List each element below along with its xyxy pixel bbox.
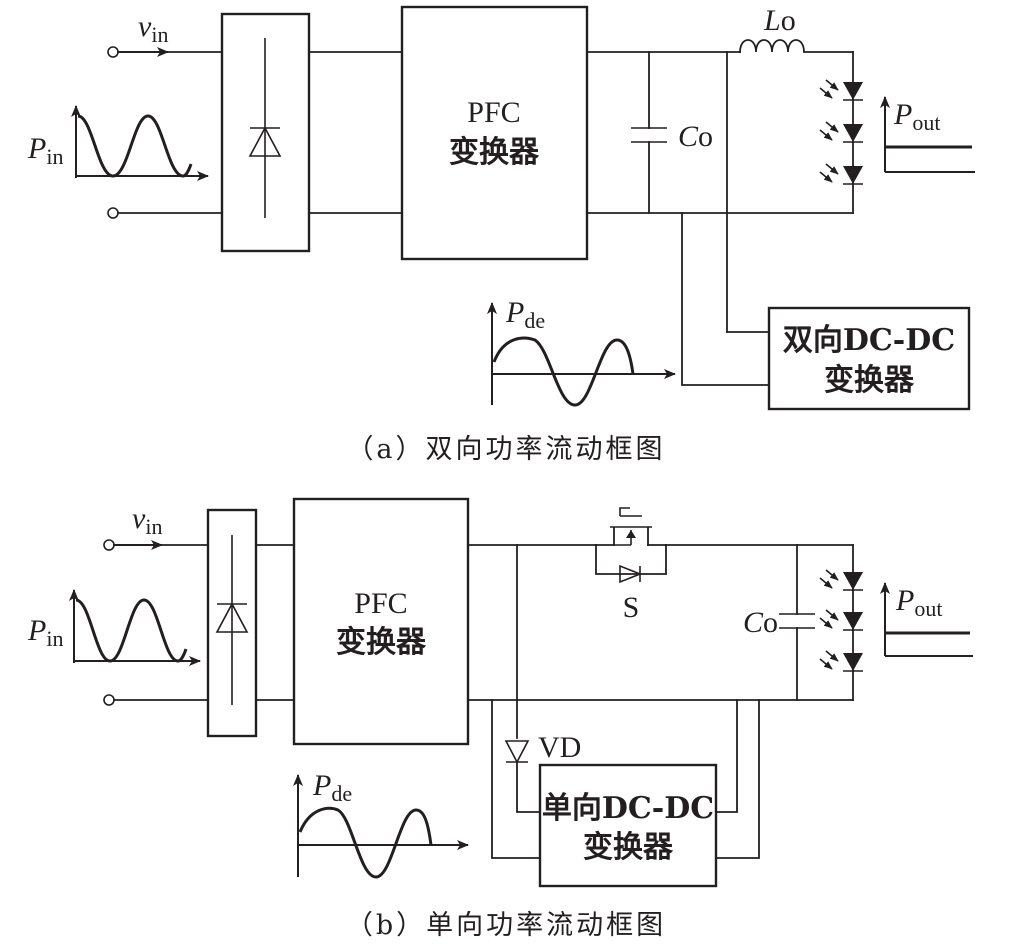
pfc-converter-block [400,5,589,261]
co-label: Co [743,606,778,639]
input-terminal-bottom [103,694,115,706]
input-terminal-top [103,539,115,551]
caption-a: （a）双向功率流动框图 [346,434,665,465]
dcdc-b-label-line1: 单向DC-DC [542,791,714,826]
pout-waveform [880,582,973,657]
dcdc-a-label-line2: 变换器 [824,363,915,398]
wire-vd-dcdc [516,761,541,813]
pin-waveform [69,589,201,666]
diagram-a: vin Pin PFC 变换器 Co [27,4,975,465]
capacitor-co-icon [779,544,815,701]
pfc-label-line2: 变换器 [336,625,427,660]
co-label: Co [678,120,713,153]
vd-label: VD [538,731,581,764]
dcdc-a-label-line1: 双向DC-DC [783,323,955,358]
pin-label: Pin [27,614,63,651]
rectifier-diode-icon [248,38,282,218]
diode-vd-icon [504,740,530,764]
wire-dcdc-a-bottom [681,212,770,386]
pfc-converter-block [292,497,470,746]
led-icon [819,121,863,143]
pde-label: Pde [505,296,545,333]
led-icon [819,569,863,591]
mosfet-switch-icon [595,507,667,584]
pout-label: Pout [893,98,940,135]
pfc-label-line1: PFC [354,587,407,620]
pout-waveform [880,96,975,173]
led-icon [819,650,863,672]
pout-label: Pout [895,584,942,621]
pin-label: Pin [27,132,63,169]
caption-b: （b）单向功率流动框图 [346,910,666,941]
pfc-label-line1: PFC [467,96,520,129]
led-icon [819,609,863,631]
diagram-b: vin Pin PFC 变换器 [27,497,973,941]
switch-label: S [623,591,640,624]
rectifier-diode-icon [215,535,249,705]
bidirectional-dcdc-block [767,306,971,411]
vin-label: vin [132,502,162,539]
pde-label: Pde [312,769,352,806]
input-terminal-top [107,46,119,58]
led-icon [819,79,863,101]
pde-waveform [487,302,676,407]
wire-dcdc-b-left-bottom [491,699,541,859]
vin-label: vin [138,10,168,47]
capacitor-co-icon [631,51,667,214]
pfc-label-line2: 变换器 [449,135,540,170]
lo-label: Lo [763,4,796,37]
input-terminal-bottom [107,207,119,219]
led-icon [819,163,863,185]
pde-waveform [293,774,469,879]
dcdc-b-label-line2: 变换器 [583,830,674,865]
inductor-lo-icon [739,39,854,53]
unidirectional-dcdc-block [538,763,718,888]
wire-dcdc-b-right-bottom [715,699,760,859]
wire-dcdc-b-right-top [715,699,738,813]
pin-waveform [71,105,209,181]
